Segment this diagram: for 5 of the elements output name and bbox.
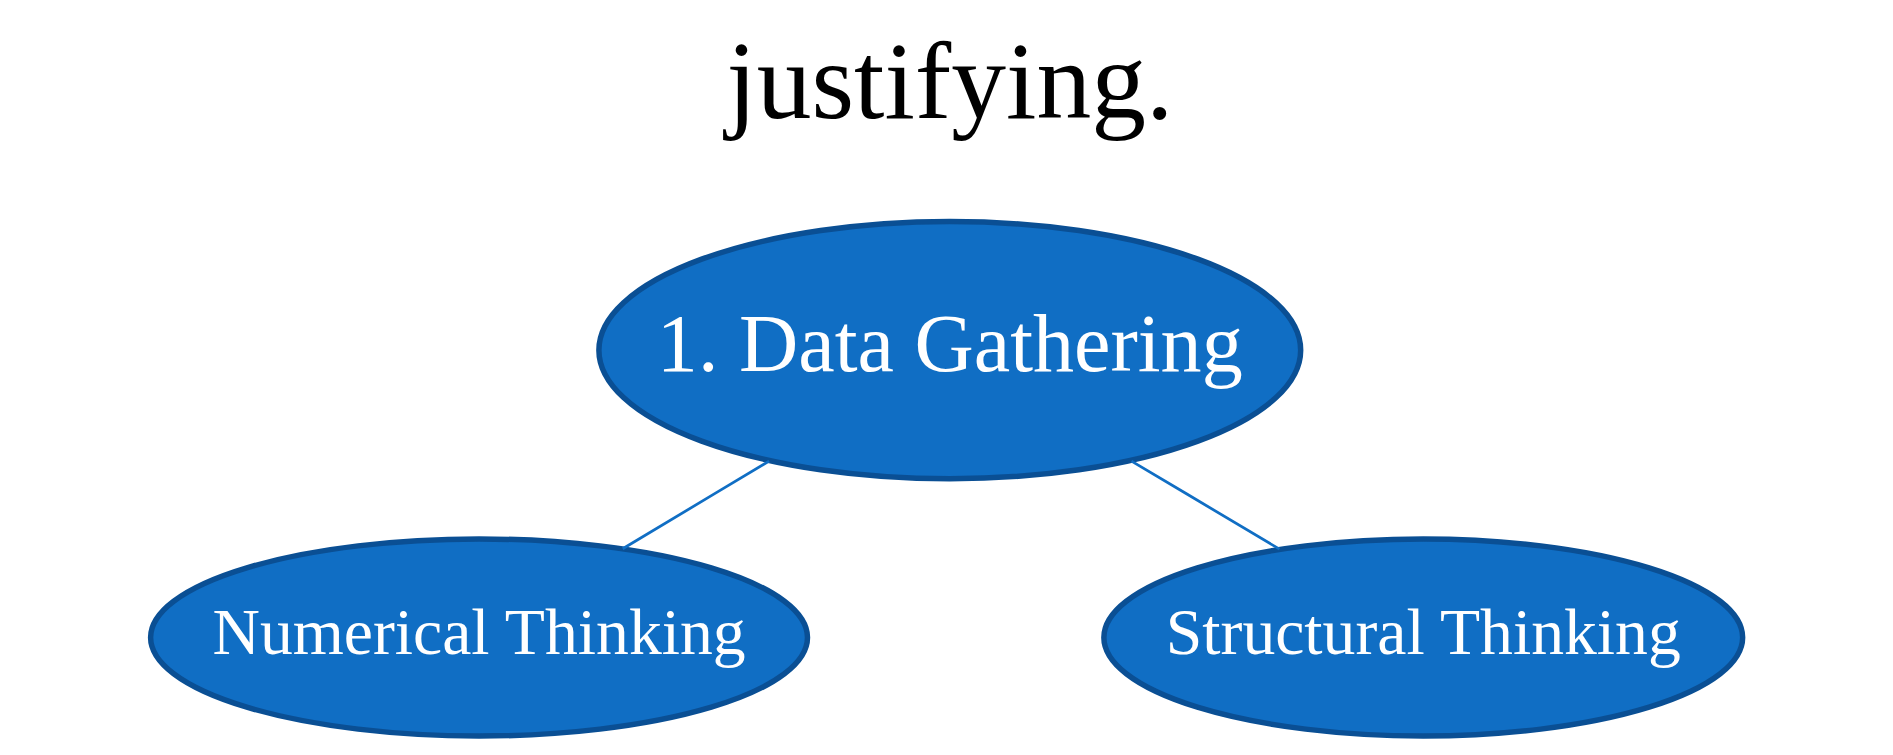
- connector: [1130, 459, 1281, 551]
- node-ellipse: Numerical Thinking: [147, 536, 811, 739]
- connector: [622, 459, 770, 550]
- node-ellipse: 1. Data Gathering: [596, 218, 1304, 482]
- node-ellipse: Structural Thinking: [1101, 536, 1746, 739]
